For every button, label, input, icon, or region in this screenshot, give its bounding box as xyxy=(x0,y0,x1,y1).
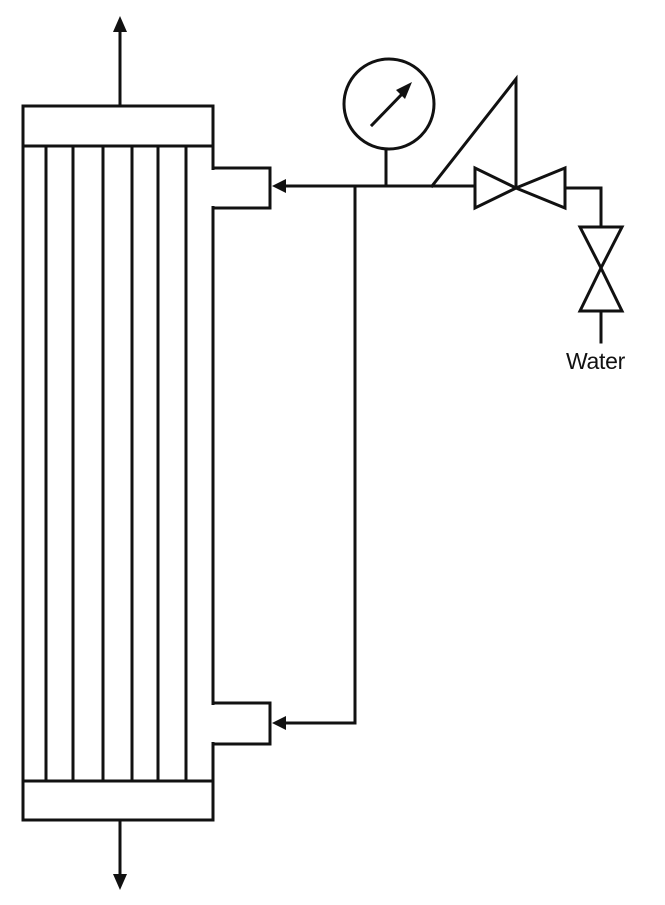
bottom-outlet-arrow xyxy=(113,818,127,890)
upper-inlet-nozzle xyxy=(211,166,272,210)
top-outlet-arrow xyxy=(113,16,127,108)
supply-line-lower-branch xyxy=(272,184,357,730)
pressure-regulating-valve-icon xyxy=(429,74,567,211)
lower-inlet-nozzle xyxy=(211,701,272,746)
supply-pipe-segment xyxy=(563,186,603,228)
heat-exchanger-shell xyxy=(21,104,215,822)
isolation-valve-icon xyxy=(577,225,625,344)
supply-line-upper xyxy=(272,179,434,193)
water-source-label: Water xyxy=(566,348,625,374)
tube-bundle xyxy=(44,144,188,783)
pressure-gauge-icon xyxy=(342,57,436,188)
